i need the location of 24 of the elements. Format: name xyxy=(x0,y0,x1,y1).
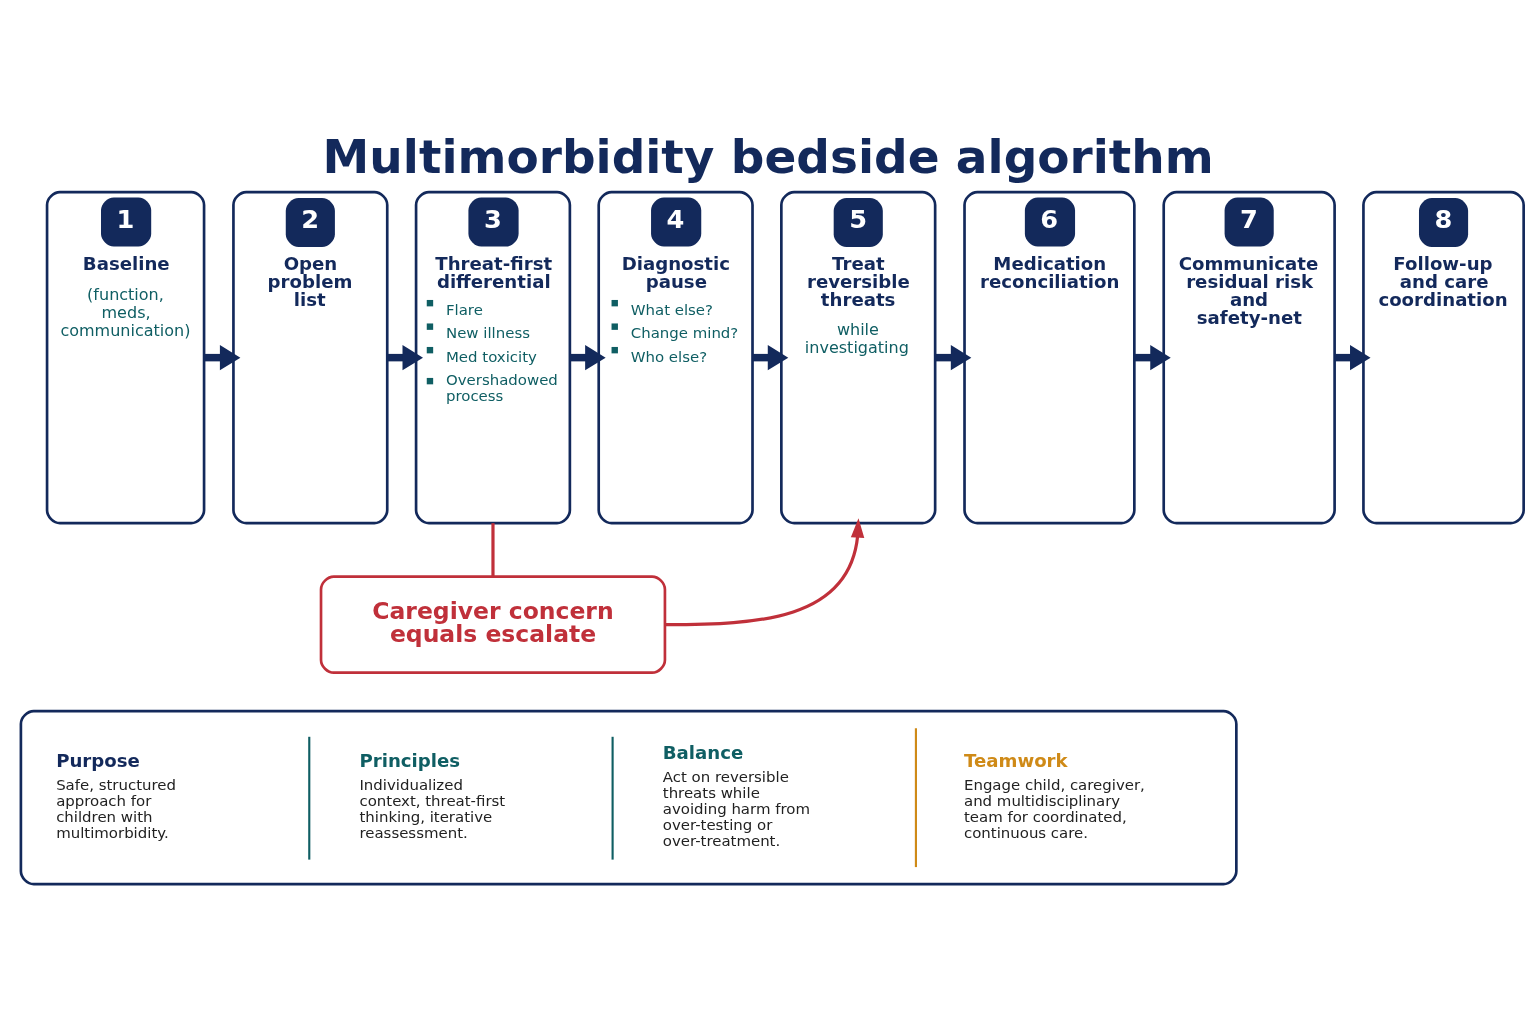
node-text: Teamwork Engage child, caregiver, and multidisciplinary team for coordinated, continuous care. xyxy=(963,749,1145,842)
diagram-title: Multimorbidity bedside algorithm xyxy=(322,128,1214,184)
node-box: 3 Threat-first differential Flare New illness Med toxicity Overshadowed process xyxy=(414,190,572,524)
arrow xyxy=(1134,344,1171,370)
node-box: 6 Medication reconciliation xyxy=(963,190,1136,524)
node-box: 2 Open problem list xyxy=(232,190,389,524)
node-text: Principles Individualized context, threat-first thinking, iterative reassessment. xyxy=(359,749,506,842)
node-box: 7 Communicate residual risk and safety-net xyxy=(1162,190,1336,524)
arrow xyxy=(570,344,606,370)
node-text: Purpose Safe, structured approach for children with multimorbidity. xyxy=(56,749,176,842)
node-box: 5 Treat reversible threats while investigating xyxy=(780,190,937,524)
node-box: Caregiver concern equals escalate xyxy=(319,574,667,674)
node-box: 8 Follow-up and care coordination xyxy=(1362,190,1525,524)
node-text: Balance Act on reversible threats while avoiding harm from over-testing or over-treatment. xyxy=(662,741,810,850)
node-box: 4 Diagnostic pause What else? Change mind? Who else? xyxy=(597,190,754,524)
cluster xyxy=(19,709,1238,885)
arrow xyxy=(204,344,241,370)
connector xyxy=(491,522,495,577)
node-box: 1 Baseline (function, meds, communication) xyxy=(45,190,206,524)
arrow xyxy=(1334,344,1371,370)
arrow xyxy=(935,344,972,370)
arrow xyxy=(752,344,789,370)
arrow xyxy=(387,344,423,370)
arrow xyxy=(666,517,865,626)
